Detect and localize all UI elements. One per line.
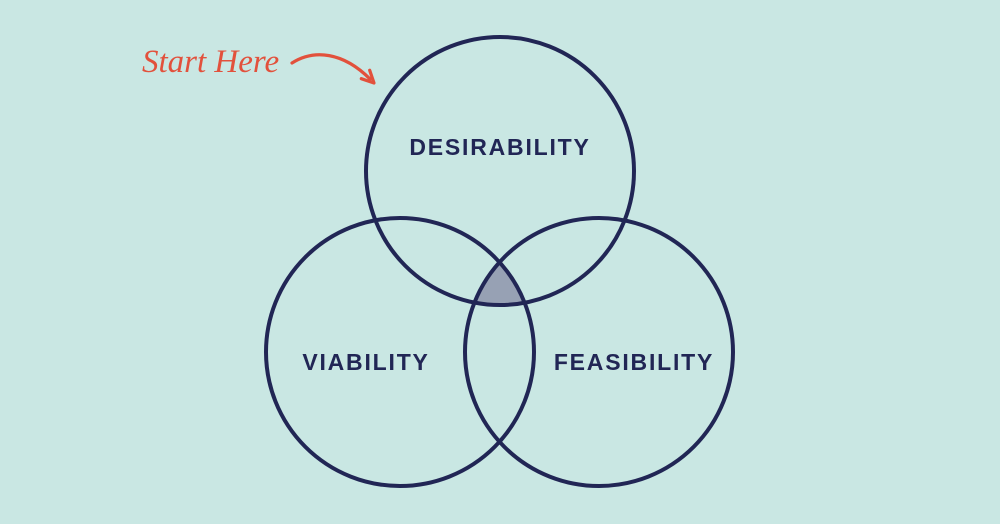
circle-feasibility: [463, 216, 735, 488]
label-desirability: DESIRABILITY: [409, 134, 590, 160]
circle-desirability: [364, 35, 636, 307]
circle-viability: [264, 216, 536, 488]
start-here-label: Start Here: [142, 44, 279, 80]
curved-arrow-icon: [290, 53, 376, 85]
label-feasibility: FEASIBILITY: [554, 349, 714, 375]
label-viability: VIABILITY: [302, 349, 429, 375]
